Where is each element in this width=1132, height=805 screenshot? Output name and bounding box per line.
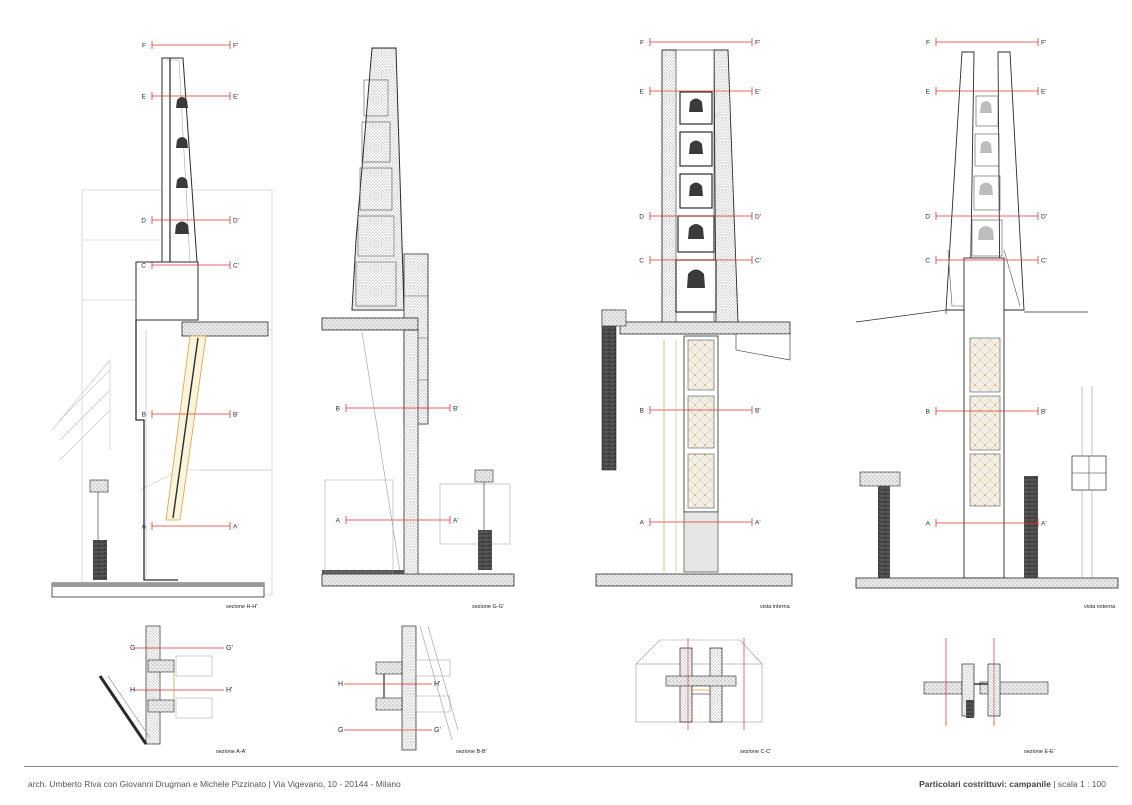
cut-marker-right-0-0: F' — [233, 43, 238, 50]
cut-marker-right-3-4: B' — [1041, 409, 1047, 416]
plan-a-marker-bottom-right: H' — [226, 687, 232, 694]
plan-e-drawing — [923, 638, 1049, 726]
cut-marker-left-2-3: C — [639, 258, 644, 265]
cut-marker-left-3-0: F — [926, 40, 930, 47]
cut-marker-left-2-1: E — [640, 89, 645, 96]
cut-marker-right-2-0: F' — [755, 40, 760, 47]
section-cut-lines: F F' E E' D D' C C' B B' A A' B B' A A' F F' E E' D D' C C' B B' A… — [141, 38, 1047, 531]
exterior-view-drawing — [855, 51, 1119, 589]
cut-marker-right-0-1: E' — [233, 94, 239, 101]
cut-marker-right-2-5: A' — [755, 520, 761, 527]
cut-marker-left-3-3: C — [925, 258, 930, 265]
cut-marker-right-1-4: B' — [453, 406, 459, 413]
cut-marker-right-3-5: A' — [1041, 521, 1047, 528]
section-h-h-drawing — [51, 57, 273, 598]
plan-b-cut-lines — [344, 683, 432, 731]
cut-marker-left-0-3: C — [141, 263, 146, 270]
cut-marker-left-1-4: B — [336, 406, 340, 413]
caption-plan-c: sezione C-C' — [740, 749, 772, 755]
section-g-g-drawing — [321, 47, 515, 587]
cut-marker-left-2-5: A — [640, 520, 645, 527]
caption-plan-e: sezione E-E' — [1024, 749, 1055, 755]
cut-marker-left-3-2: D — [925, 214, 930, 221]
plan-b-drawing — [375, 625, 459, 751]
cut-marker-left-3-4: B — [926, 409, 930, 416]
cut-marker-left-0-2: D — [141, 218, 146, 225]
cut-marker-right-3-1: E' — [1041, 89, 1047, 96]
footer-title-bold: Particolari costrittuvi: campanile — [919, 779, 1051, 789]
caption-exterior-view: vista esterna — [1084, 604, 1116, 610]
cut-marker-right-2-3: C' — [755, 258, 761, 265]
plan-c-drawing — [635, 638, 763, 730]
footer-credits: arch. Umberto Riva con Giovanni Drugman … — [28, 779, 401, 789]
footer-scale: | scala 1 : 100 — [1050, 779, 1106, 789]
plan-a-cut-lines — [134, 647, 224, 691]
cut-marker-right-3-3: C' — [1041, 258, 1047, 265]
cut-marker-right-0-2: D' — [233, 218, 239, 225]
footer-title: Particolari costrittuvi: campanile | sca… — [919, 779, 1106, 789]
cut-marker-left-3-5: A — [926, 521, 931, 528]
cut-marker-left-2-0: F — [640, 40, 644, 47]
plan-a-marker-bottom-left: H — [130, 687, 135, 694]
cut-marker-right-1-5: A' — [453, 518, 459, 525]
cut-marker-left-3-1: E — [926, 89, 931, 96]
cut-marker-right-3-0: F' — [1041, 40, 1046, 47]
cut-marker-left-0-5: A — [142, 524, 147, 531]
cut-marker-right-2-1: E' — [755, 89, 761, 96]
cut-marker-right-2-2: D' — [755, 214, 761, 221]
plan-b-marker-bottom-left: G — [338, 727, 343, 734]
cut-marker-left-2-4: B — [640, 408, 644, 415]
cut-marker-right-2-4: B' — [755, 408, 761, 415]
plan-a-drawing — [98, 625, 213, 745]
plan-a-marker-top-left: G — [130, 645, 135, 652]
cut-marker-right-0-4: B' — [233, 412, 239, 419]
interior-view-drawing — [595, 49, 793, 587]
cut-marker-left-0-1: E — [142, 94, 147, 101]
cut-marker-right-0-5: A' — [233, 524, 239, 531]
plan-b-marker-bottom-right: G' — [434, 727, 441, 734]
cut-marker-left-0-0: F — [142, 43, 146, 50]
cut-marker-left-1-5: A — [336, 518, 341, 525]
cut-marker-right-0-3: C' — [233, 263, 239, 270]
caption-interior-view: vista interna — [760, 604, 790, 610]
caption-section-g-g: sezione G-G' — [472, 604, 504, 610]
caption-plan-b: sezione B-B' — [456, 749, 487, 755]
cut-marker-left-0-4: B — [142, 412, 146, 419]
plan-b-marker-top-left: H — [338, 681, 343, 688]
cut-marker-left-2-2: D — [639, 214, 644, 221]
caption-plan-a: sezione A-A' — [216, 749, 247, 755]
cut-marker-right-3-2: D' — [1041, 214, 1047, 221]
plan-a-marker-top-right: G' — [226, 645, 233, 652]
caption-section-h-h: sezione H-H' — [226, 604, 258, 610]
plan-b-marker-top-right: H' — [434, 681, 440, 688]
footer-rule — [24, 766, 1118, 767]
